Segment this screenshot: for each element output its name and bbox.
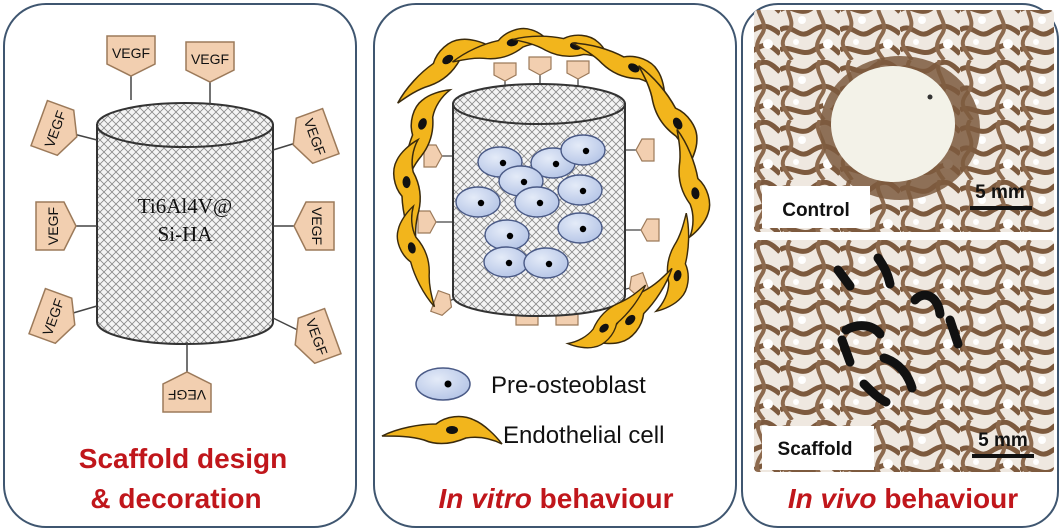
vegf-tag-icon: VEGF — [30, 99, 78, 157]
legend-pre-osteoblast-icon — [415, 367, 471, 401]
pre-osteoblast-cell-icon — [483, 246, 529, 278]
scaffold-scale-label: 5 mm — [978, 430, 1028, 451]
legend: Pre-osteoblast Endothelial cell — [381, 367, 664, 449]
vegf-tag-icon: VEGF — [292, 107, 340, 165]
core-label-line1: Ti6Al4V@ — [138, 194, 232, 218]
endothelial-cell-icon — [392, 137, 421, 249]
panel-2-caption-rest: behaviour — [532, 483, 674, 514]
vegf-tag-icon: VEGF — [106, 35, 156, 77]
factor-tag-icon — [528, 56, 552, 76]
vegf-label: VEGF — [168, 387, 206, 403]
pre-osteoblast-cell-icon — [455, 186, 501, 218]
control-label-box — [762, 186, 870, 228]
pre-osteoblast-cell-icon — [484, 219, 530, 251]
pre-osteoblast-cell-icon — [523, 247, 569, 279]
panel-2-caption-italic: In vitro — [439, 483, 532, 514]
panel-in-vivo: Control 5 mm Scaffold — [741, 3, 1059, 528]
pre-osteoblast-cell-icon — [557, 212, 603, 244]
control-scale-label: 5 mm — [975, 182, 1025, 203]
vegf-tag-icon: VEGF — [162, 371, 212, 413]
panel-1-caption-line1: Scaffold design — [79, 443, 287, 474]
control-label: Control — [782, 200, 850, 221]
factor-tag-icon — [640, 218, 660, 242]
endothelial-cell-icon — [653, 212, 690, 313]
scaffold-label-box — [762, 426, 874, 470]
vegf-tag-icon: VEGF — [185, 41, 235, 83]
vegf-tag-icon: VEGF — [35, 201, 77, 251]
factor-tag-icon — [430, 289, 453, 317]
endothelial-cell-icon — [396, 203, 436, 308]
vegf-label: VEGF — [45, 207, 61, 245]
vegf-label: VEGF — [112, 45, 150, 61]
scaffold-label: Scaffold — [778, 439, 853, 460]
vegf-tag-icon: VEGF — [293, 201, 335, 251]
vegf-label: VEGF — [309, 207, 325, 245]
core-label-line2: Si-HA — [158, 222, 214, 246]
scaffold-struts — [833, 253, 963, 407]
control-defect — [831, 66, 955, 182]
factor-tag-icon — [635, 138, 655, 162]
pre-osteoblast-cells — [455, 134, 606, 279]
scaffold-micrograph: Scaffold 5 mm — [754, 240, 1054, 472]
cylinder-scaffold-icon — [96, 102, 274, 345]
control-micrograph: Control 5 mm — [754, 10, 1054, 232]
vegf-tag-icon: VEGF — [28, 287, 76, 345]
endothelial-cell-icon — [676, 129, 711, 240]
panel-3-caption: In vivo behaviour — [788, 483, 1018, 514]
vegf-tag-icon: VEGF — [294, 307, 342, 365]
pre-osteoblast-cell-icon — [514, 186, 560, 218]
panel-3-caption-italic: In vivo — [788, 483, 877, 514]
legend-pre-osteoblast-label: Pre-osteoblast — [491, 372, 646, 399]
vegf-label: VEGF — [191, 51, 229, 67]
panel-3-caption-rest: behaviour — [877, 483, 1019, 514]
control-scale-bar — [970, 206, 1032, 210]
pre-osteoblast-cell-icon — [557, 174, 603, 206]
panel-in-vitro: Pre-osteoblast Endothelial cell In vitro… — [373, 3, 737, 528]
legend-endothelial-label: Endothelial cell — [503, 422, 664, 449]
factor-tag-icon — [566, 60, 590, 80]
scaffold-scale-bar — [972, 454, 1034, 458]
legend-endothelial-icon — [381, 415, 503, 445]
endothelial-cell-icon — [565, 284, 647, 349]
factor-tag-icon — [493, 62, 517, 82]
pre-osteoblast-cell-icon — [560, 134, 606, 166]
endothelial-cell-icon — [403, 88, 453, 188]
panel-1-caption-line2: & decoration — [90, 483, 261, 514]
panel-2-caption: In vitro behaviour — [439, 483, 674, 514]
endothelial-cells — [392, 27, 711, 349]
vegf-tags: VEGF VEGF VEGF VEGF VEGF VEGF VEGF VEGF VEGF — [28, 35, 342, 413]
